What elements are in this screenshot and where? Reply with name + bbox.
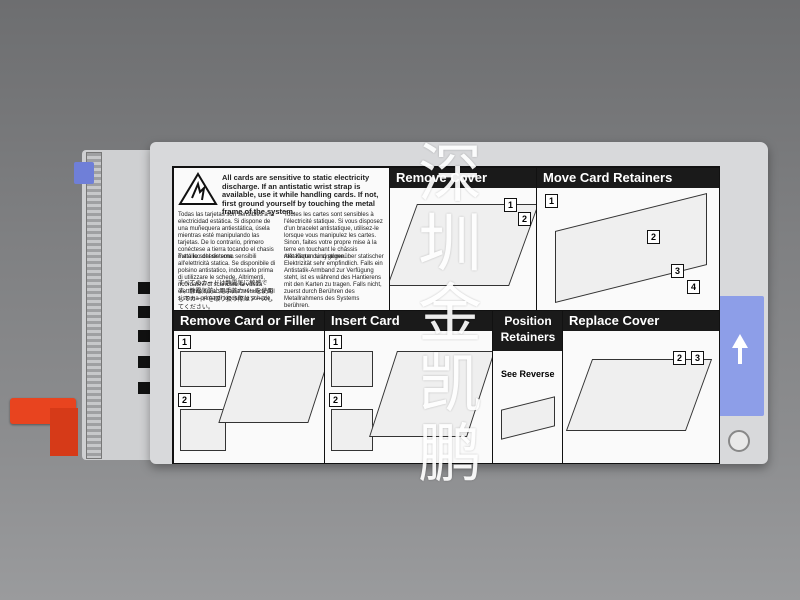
step-sketch [180,351,226,387]
warning-it: Tutte le schede sono sensibili all'elett… [178,254,276,302]
orange-handle-tip[interactable] [50,408,78,456]
panel-move-card-retainers: Move Card Retainers 1 2 3 4 [536,168,719,311]
step-sketch [331,409,373,451]
panel-replace-cover: Replace Cover 2 3 [562,310,719,463]
vent-hole [138,356,150,368]
step-number: 1 [178,335,191,349]
see-reverse-text: See Reverse [501,369,555,379]
vent-hole [138,306,150,318]
panel-title: Remove Cover [390,168,537,188]
panel-title: Move Card Retainers [537,168,719,188]
retainer-sketch [555,193,707,303]
cover-sketch [565,359,713,431]
step-number: 2 [178,393,191,407]
blue-release-pad[interactable] [716,296,764,416]
esd-warning-icon [178,172,218,205]
warning-es: Todas las tarjetas son sensibles a la el… [178,212,275,260]
step-number: 2 [518,212,531,226]
warning-ja: すべてのカードは静電気に敏感です。静電気防止用手首カバーを使用してカードを取り扱… [178,281,274,311]
panel-title: Position Retainers [493,311,563,351]
panel-remove-card: Remove Card or Filler 1 2 [174,310,325,463]
esd-warning-panel: All cards are sensitive to static electr… [174,168,390,311]
vent-hole [138,330,150,342]
step-number: 2 [647,230,660,244]
thumbscrew[interactable] [728,430,750,452]
panel-remove-cover: Remove Cover 1 2 [389,168,538,311]
step-number: 3 [671,264,684,278]
warning-fr: Toutes les cartes sont sensibles à l'éle… [284,212,383,260]
step-number: 2 [673,351,686,365]
warning-title: All cards are sensitive to static electr… [222,173,379,216]
tray-rail [86,152,102,459]
retainer-sketch [501,396,555,440]
watermark-char: 凯 [418,348,482,422]
step-number: 3 [691,351,704,365]
step-sketch [331,351,373,387]
watermark-char: 鹏 [418,418,482,492]
step-number: 2 [329,393,342,407]
panel-position-retainers: Position Retainers See Reverse [492,310,564,463]
card-sketch [218,351,324,423]
step-number: 1 [329,335,342,349]
watermark-char: 圳 [418,208,482,282]
vent-hole [138,282,150,294]
watermark-char: 金 [418,278,482,352]
panel-title: Remove Card or Filler [174,311,324,331]
panel-title: Insert Card [325,311,493,331]
blue-latch-tab[interactable] [74,162,94,184]
panel-insert-card: Insert Card 1 2 [324,310,494,463]
step-number: 4 [687,280,700,294]
instruction-label: All cards are sensitive to static electr… [172,166,720,464]
watermark-text: 深 圳 金 凯 鹏 [408,140,492,490]
step-number: 1 [545,194,558,208]
step-number: 1 [504,198,517,212]
panel-title: Replace Cover [563,311,719,331]
vent-hole [138,382,150,394]
watermark-char: 深 [418,138,482,212]
warning-de: Alle Karten sind gegenüber statischer El… [284,254,384,309]
arrow-up-icon [732,334,748,364]
step-sketch [180,409,226,451]
